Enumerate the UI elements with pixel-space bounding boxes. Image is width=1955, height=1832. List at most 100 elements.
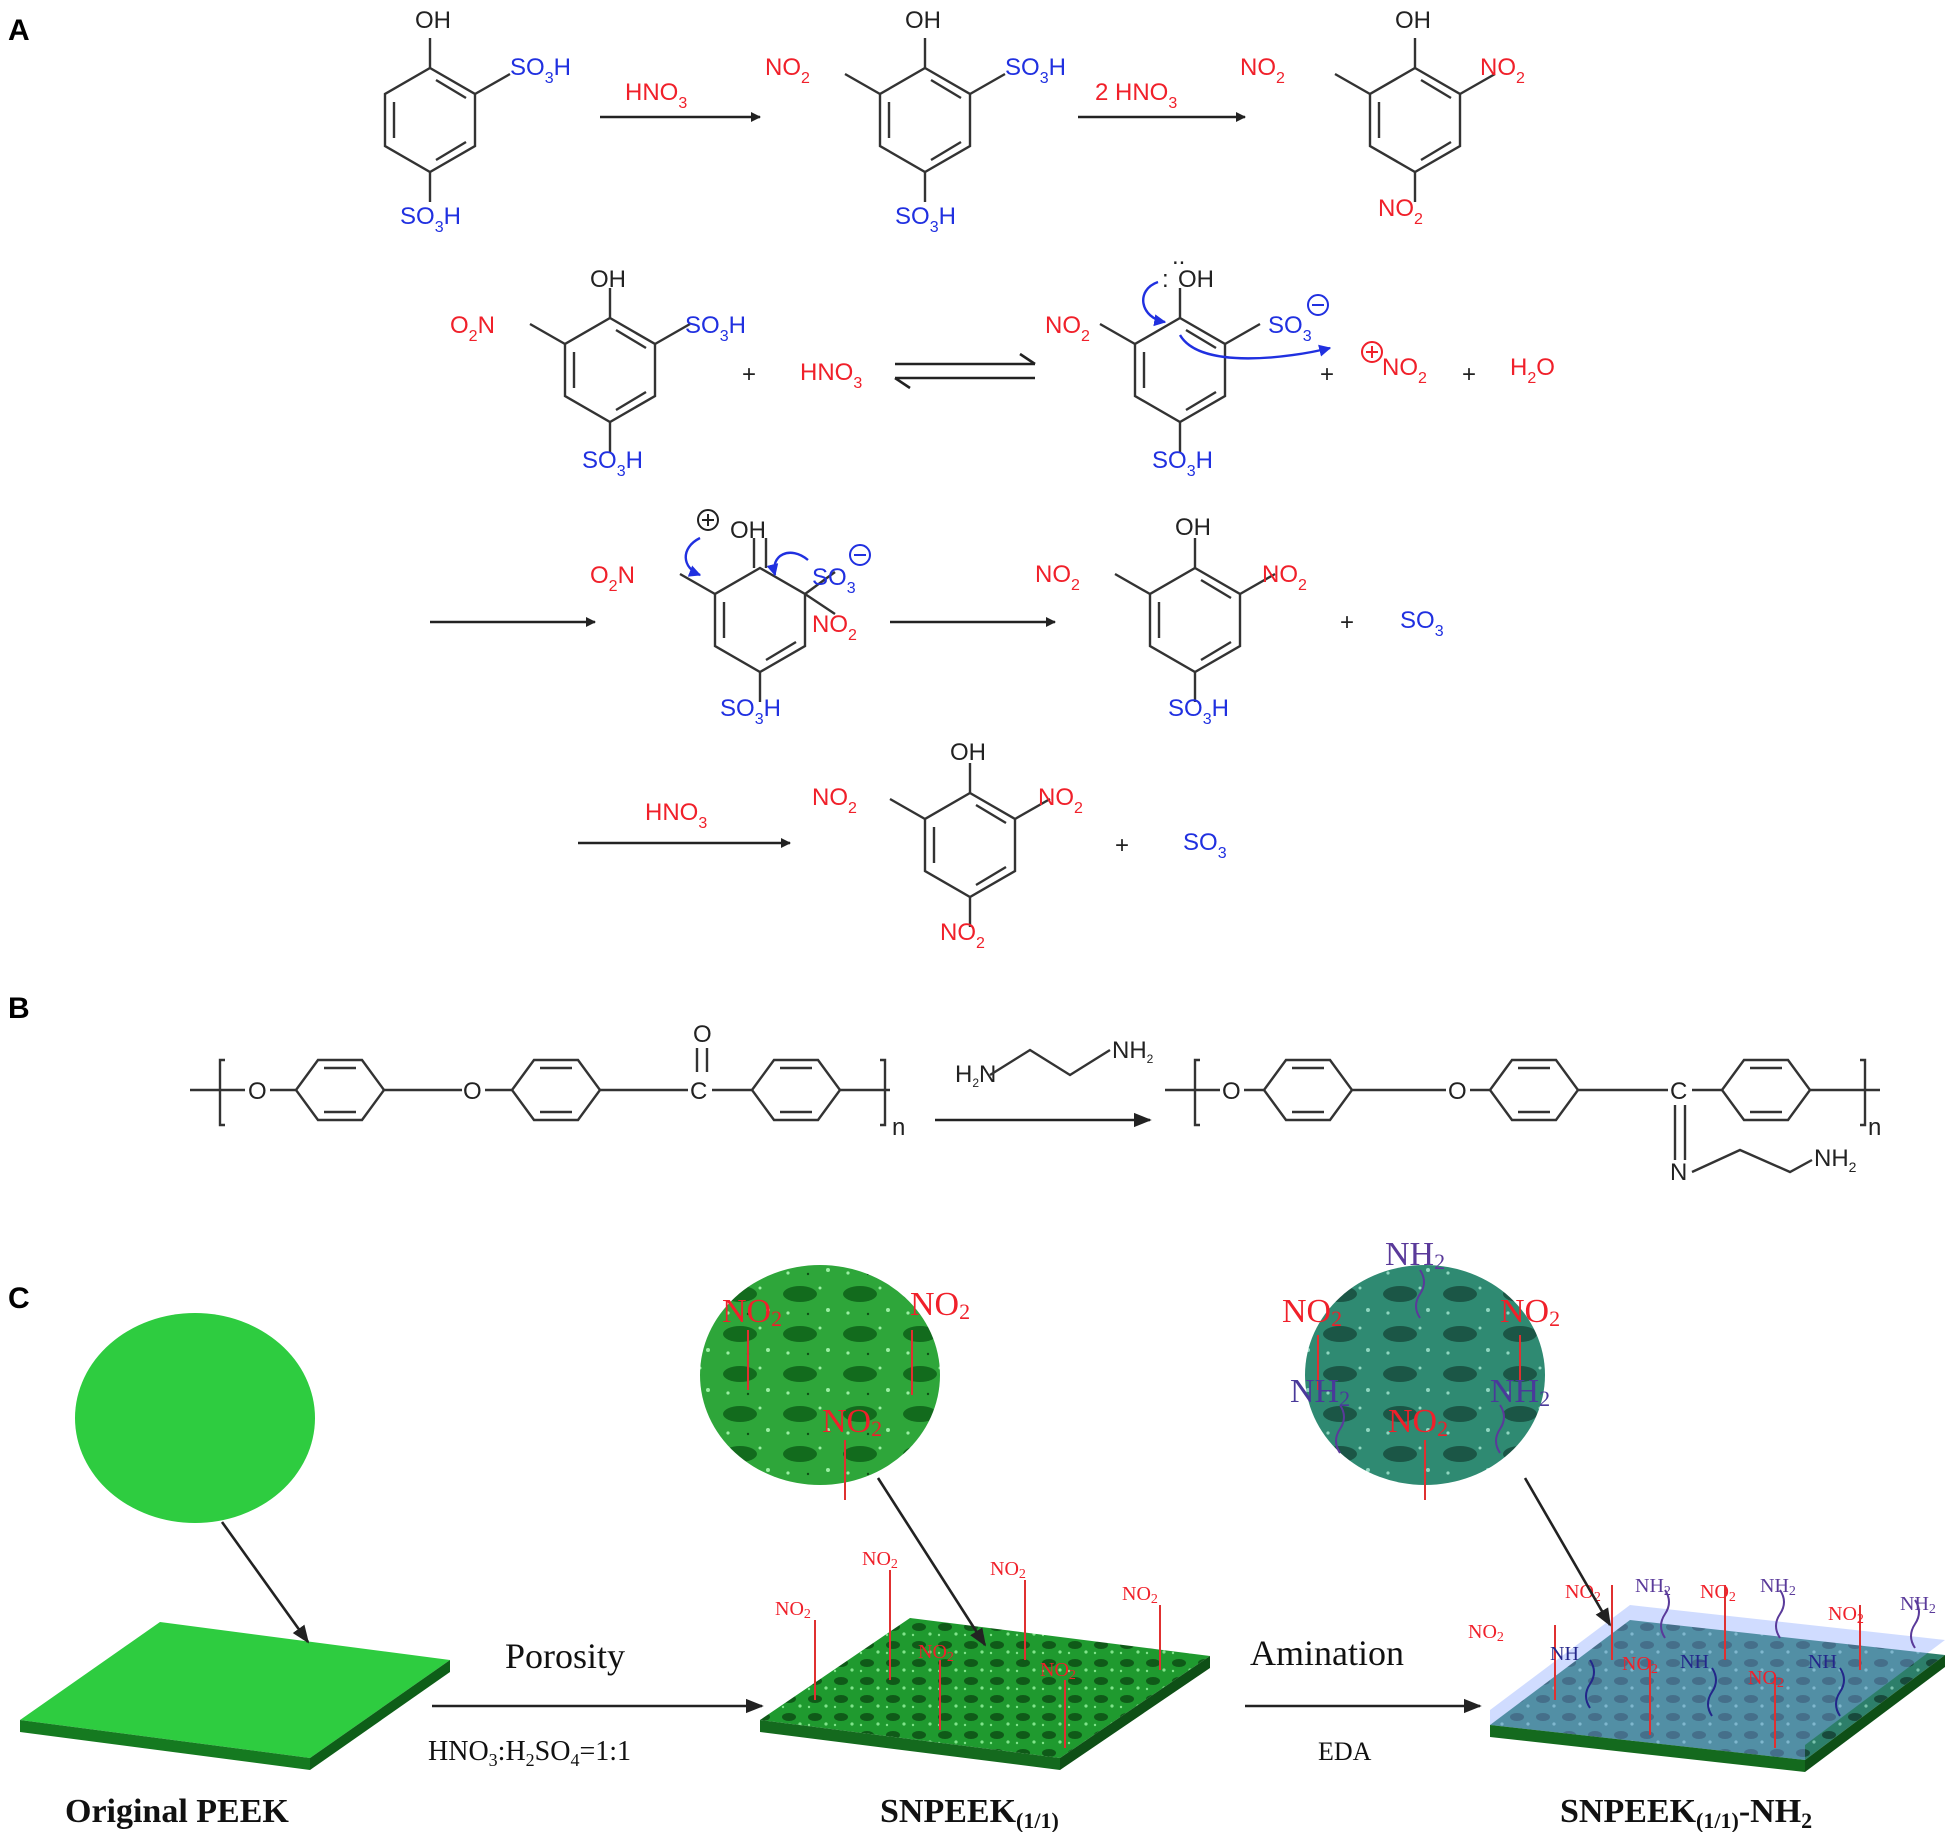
svg-text:NO2: NO2 bbox=[1622, 1653, 1658, 1677]
caption-original-peek: Original PEEK bbox=[65, 1793, 289, 1830]
group-oh: OH bbox=[1395, 7, 1431, 34]
svg-text:O: O bbox=[1222, 1078, 1241, 1105]
group-no2: NO2 bbox=[812, 611, 857, 644]
eda-label: EDA bbox=[1318, 1737, 1372, 1766]
plus-sign: + bbox=[1320, 361, 1334, 388]
product-so3: SO3 bbox=[1183, 829, 1227, 862]
electron-arrow bbox=[766, 551, 809, 577]
plus-sign: + bbox=[742, 361, 756, 388]
plus-sign: + bbox=[1115, 832, 1129, 859]
group-so3-anion: SO3 bbox=[1268, 312, 1312, 345]
snpeek-nh2: NH2 NO2 NO2 NH2 NH2 NO2 NO2 NO2 NH2 NO2 … bbox=[1282, 1236, 1945, 1772]
svg-text:O: O bbox=[693, 1021, 712, 1048]
group-no2: NO2 bbox=[940, 919, 985, 952]
svg-text:NO2: NO2 bbox=[1040, 1659, 1076, 1683]
positive-charge-icon bbox=[697, 509, 719, 531]
group-oh: OH bbox=[415, 7, 451, 34]
svg-text:NH2: NH2 bbox=[1635, 1575, 1671, 1599]
molecule-picric-acid bbox=[1334, 38, 1496, 202]
electron-arrow bbox=[1178, 334, 1332, 360]
original-peek bbox=[20, 1313, 450, 1770]
caption-snpeek-nh2: SNPEEK(1/1)-NH2 bbox=[1560, 1793, 1812, 1832]
svg-text:C: C bbox=[690, 1078, 707, 1105]
reagent-hno3: HNO3 bbox=[800, 359, 862, 392]
group-no2: NO2 bbox=[812, 784, 857, 817]
equilibrium-arrow bbox=[894, 352, 1036, 390]
svg-text:NH: NH bbox=[1680, 1651, 1709, 1673]
group-nitronium: NO2 bbox=[1382, 354, 1427, 387]
group-oh: OH bbox=[950, 739, 986, 766]
molecule-nitro-phenol-disulfonic-acid bbox=[844, 38, 1006, 202]
group-oh: OH bbox=[590, 266, 626, 293]
svg-text:NO2: NO2 bbox=[1282, 1293, 1342, 1331]
lone-pair: .. bbox=[1172, 243, 1185, 270]
group-oh: OH bbox=[730, 517, 766, 544]
group-no2: NO2 bbox=[1240, 54, 1285, 87]
svg-text:NO2: NO2 bbox=[862, 1548, 898, 1572]
svg-text:n: n bbox=[892, 1114, 905, 1141]
svg-text:n: n bbox=[1868, 1114, 1881, 1141]
group-no2: NO2 bbox=[1035, 561, 1080, 594]
group-so3h: SO3H bbox=[720, 695, 781, 728]
svg-text:NH2: NH2 bbox=[1385, 1236, 1445, 1274]
svg-text:NH2: NH2 bbox=[1112, 1037, 1154, 1066]
panel-label-c: C bbox=[8, 1282, 30, 1315]
molecule-intermediate-protonated bbox=[1099, 288, 1261, 452]
molecule-nitro-phenol-disulfonic-acid bbox=[529, 288, 691, 452]
lone-pair: : bbox=[1162, 266, 1169, 293]
svg-text:NO2: NO2 bbox=[1748, 1667, 1784, 1691]
svg-text:NO2: NO2 bbox=[1828, 1603, 1864, 1627]
svg-text:NO2: NO2 bbox=[775, 1598, 811, 1622]
negative-charge-icon bbox=[1307, 294, 1329, 316]
svg-text:NO2: NO2 bbox=[1122, 1583, 1158, 1607]
svg-text:NH: NH bbox=[1808, 1651, 1837, 1673]
zoom-circle bbox=[700, 1265, 940, 1485]
molecule-picric-acid bbox=[889, 763, 1051, 927]
electron-arrow bbox=[1142, 280, 1167, 327]
svg-text:NO2: NO2 bbox=[822, 1403, 882, 1441]
panel-label-b: B bbox=[8, 992, 30, 1025]
zoom-arrow bbox=[876, 1477, 987, 1647]
negative-charge-icon bbox=[849, 544, 871, 566]
group-no2: NO2 bbox=[765, 54, 810, 87]
group-o2n: O2N bbox=[590, 562, 635, 595]
group-oh: OH bbox=[1178, 266, 1214, 293]
svg-text:O: O bbox=[248, 1078, 267, 1105]
svg-text:NO2: NO2 bbox=[1700, 1581, 1736, 1605]
group-no2: NO2 bbox=[1045, 312, 1090, 345]
group-so3h: SO3H bbox=[1152, 447, 1213, 480]
svg-text:NO2: NO2 bbox=[910, 1286, 970, 1324]
peek-plate bbox=[760, 1618, 1210, 1758]
zoom-arrow bbox=[220, 1521, 310, 1644]
svg-text:NO2: NO2 bbox=[918, 1641, 954, 1665]
electron-arrow bbox=[684, 536, 702, 577]
product-water: H2O bbox=[1510, 354, 1555, 387]
group-no2: NO2 bbox=[1378, 195, 1423, 228]
svg-text:C: C bbox=[1670, 1078, 1687, 1105]
svg-text:H2N: H2N bbox=[955, 1061, 996, 1090]
svg-text:NO2: NO2 bbox=[1468, 1621, 1504, 1645]
group-no2: NO2 bbox=[1038, 784, 1083, 817]
zoom-circle bbox=[75, 1313, 315, 1523]
molecule-phenol-disulfonic-acid bbox=[383, 38, 511, 202]
porosity-label: Porosity bbox=[505, 1636, 625, 1676]
group-so3h: SO3H bbox=[685, 312, 746, 345]
reagent-hno3: HNO3 bbox=[645, 799, 707, 832]
zoom-circle bbox=[1305, 1265, 1545, 1485]
plus-sign: + bbox=[1340, 609, 1354, 636]
svg-text:NH2: NH2 bbox=[1814, 1145, 1857, 1175]
group-so3-anion: SO3 bbox=[812, 564, 856, 597]
molecule-dinitro-phenol-sulfonic-acid bbox=[1114, 538, 1276, 702]
svg-text:NH: NH bbox=[1550, 1643, 1579, 1665]
peek-plate bbox=[20, 1622, 450, 1758]
svg-text:NH2: NH2 bbox=[1900, 1593, 1936, 1617]
svg-text:O: O bbox=[1448, 1078, 1467, 1105]
group-so3h: SO3H bbox=[582, 447, 643, 480]
group-oh: OH bbox=[1175, 514, 1211, 541]
polymer-aminated-peek: O O C n N NH2 bbox=[1165, 1058, 1881, 1186]
group-so3h: SO3H bbox=[1005, 54, 1066, 87]
group-oh: OH bbox=[905, 7, 941, 34]
product-so3: SO3 bbox=[1400, 607, 1444, 640]
molecule-sigma-complex bbox=[679, 538, 836, 702]
